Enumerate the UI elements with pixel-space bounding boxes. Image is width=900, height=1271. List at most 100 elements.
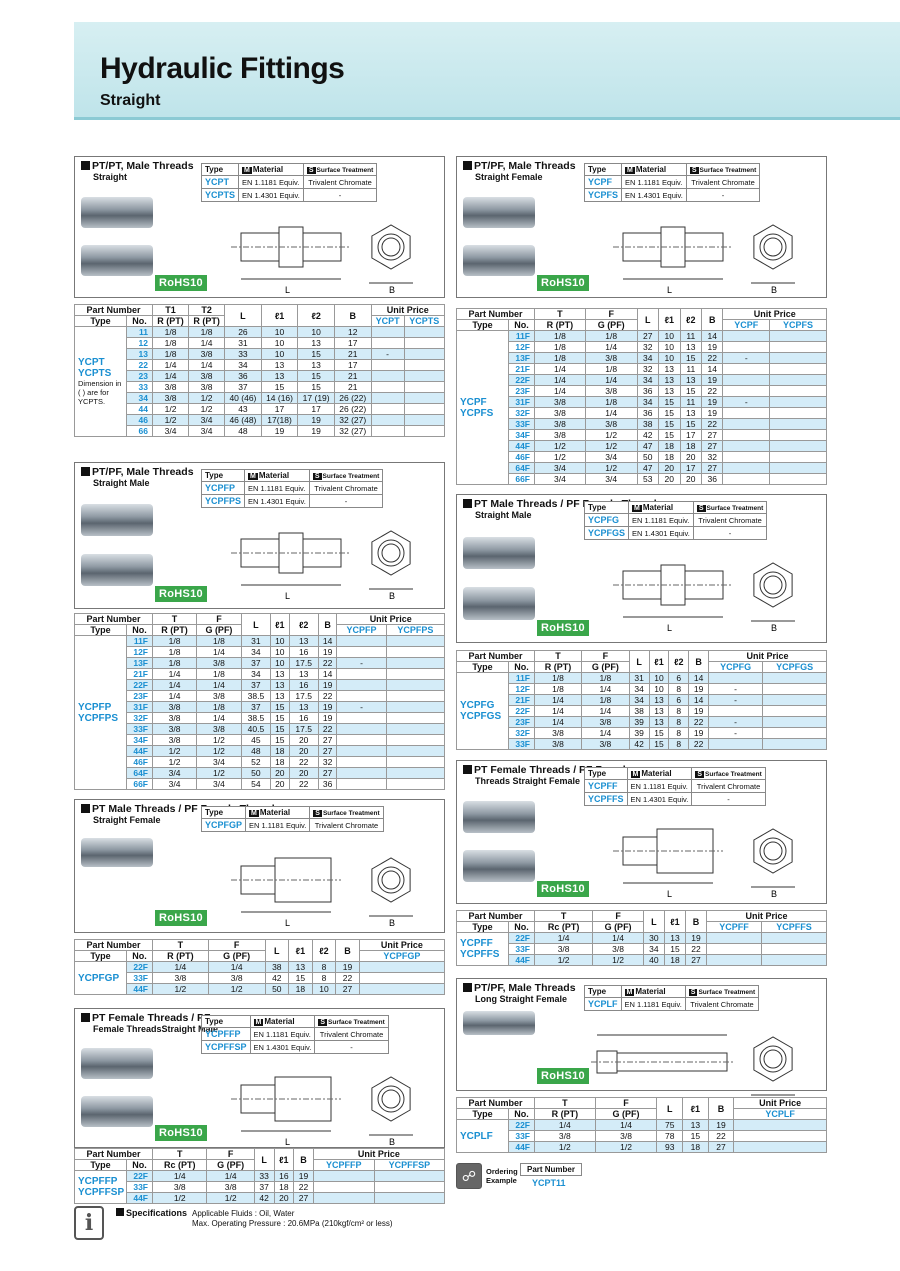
dim-value: 13 xyxy=(658,385,681,397)
dim-value: 1/8 xyxy=(534,341,586,353)
price-value xyxy=(722,407,771,419)
surface-tag: S xyxy=(306,167,316,174)
price-value xyxy=(722,451,771,463)
price-value xyxy=(336,756,387,768)
dim-value: 18 xyxy=(679,440,703,452)
price-value xyxy=(312,1192,375,1204)
material-type-header: Type xyxy=(583,501,630,514)
part-no: 22 xyxy=(126,359,153,371)
part-no: 22F xyxy=(126,679,153,691)
dim-value: 19 xyxy=(297,414,335,426)
price-value xyxy=(336,712,387,724)
dim-value: 1/2 xyxy=(534,451,586,463)
type-note: Dimension in ( ) are for YCPTS. xyxy=(78,379,122,406)
dim-value: 31 xyxy=(240,635,272,647)
price-value xyxy=(762,738,827,750)
price-value: - xyxy=(708,694,764,706)
dim-value: 3/8 xyxy=(534,738,582,750)
dim-value: 1/2 xyxy=(151,756,198,768)
dim-value: 3/8 xyxy=(151,723,198,735)
part-no: 64F xyxy=(508,462,535,474)
product-photo xyxy=(81,837,153,867)
part-no: 46F xyxy=(508,451,535,463)
product-subtitle: Straight Male xyxy=(475,510,532,520)
dim-value: 3/8 xyxy=(534,429,586,441)
dim-value: 13 xyxy=(679,374,703,386)
dim-value: 17 xyxy=(333,359,372,371)
price-value xyxy=(385,701,446,713)
product-title-text: PT Female Threads / PF xyxy=(92,1012,211,1024)
part-no: 11 xyxy=(126,326,153,338)
dim-value: 1/4 xyxy=(580,683,630,695)
sub-header: R (PT) xyxy=(534,1108,596,1120)
price-value xyxy=(760,943,828,955)
dimension-drawing: BL xyxy=(231,1076,413,1147)
price-value xyxy=(336,690,387,702)
price-value xyxy=(708,672,764,684)
dim-value: 26 (22) xyxy=(333,392,372,404)
dim-value: 1/8 xyxy=(584,396,638,408)
material-value: EN 1.1181 Equiv. xyxy=(621,175,687,189)
sub-header: Type xyxy=(456,921,509,933)
dim-value: 42 xyxy=(253,1192,275,1204)
dim-value: 34 xyxy=(636,352,660,364)
dim-value: 47 xyxy=(636,462,660,474)
dim-header: F xyxy=(207,939,266,951)
surface-value: - xyxy=(692,526,768,540)
dim-value: 13 xyxy=(648,716,670,728)
dim-value: 13 xyxy=(679,407,703,419)
dim-value: 15 xyxy=(679,352,703,364)
dim-value: 27 xyxy=(707,1141,735,1153)
part-no: 31F xyxy=(508,396,535,408)
dim-value: 34 xyxy=(628,694,650,706)
dim-value: 18 xyxy=(288,983,313,995)
product-photo xyxy=(463,587,535,621)
dim-header: ℓ1 xyxy=(288,939,313,962)
price-value xyxy=(733,1141,827,1153)
dim-value: 34 xyxy=(636,396,660,408)
dim-value: 1/2 xyxy=(151,1192,208,1204)
dim-value: 15 xyxy=(297,370,335,382)
part-no: 11F xyxy=(508,330,535,342)
dim-value: 1/8 xyxy=(151,337,190,349)
part-no: 33F xyxy=(126,972,153,984)
dim-value: 14 xyxy=(317,668,338,680)
price-value xyxy=(385,657,446,669)
dim-value: 39 xyxy=(628,716,650,728)
dim-value: 27 xyxy=(293,1192,314,1204)
price-value: - xyxy=(722,352,771,364)
dim-header: T xyxy=(533,910,594,922)
dim-value: 36 xyxy=(636,385,660,397)
dim-value: 10 xyxy=(270,646,290,658)
dimension-drawing: BL xyxy=(231,224,413,295)
dim-value: 1/2 xyxy=(584,440,638,452)
dim-value: 1/2 xyxy=(594,1141,658,1153)
dim-header: B xyxy=(688,650,710,673)
dim-value: 8 xyxy=(311,972,337,984)
sub-header: G (PF) xyxy=(594,1108,658,1120)
dim-value: 20 xyxy=(288,745,319,757)
price-value xyxy=(722,418,771,430)
price-value xyxy=(762,672,827,684)
price-value xyxy=(403,326,446,338)
dim-value: 8 xyxy=(668,738,690,750)
dim-value: 18 xyxy=(658,440,681,452)
dim-value: 48 xyxy=(240,745,272,757)
dim-value: 1/4 xyxy=(534,374,586,386)
dim-header: L xyxy=(264,939,290,962)
dim-value: 1/8 xyxy=(534,330,586,342)
price-value xyxy=(385,778,446,790)
dim-value: 20 xyxy=(679,473,703,485)
dim-value: 3/8 xyxy=(206,1181,255,1193)
dimension-drawing: BL xyxy=(613,562,795,633)
price-value xyxy=(706,954,762,966)
dim-value: 20 xyxy=(270,767,290,779)
